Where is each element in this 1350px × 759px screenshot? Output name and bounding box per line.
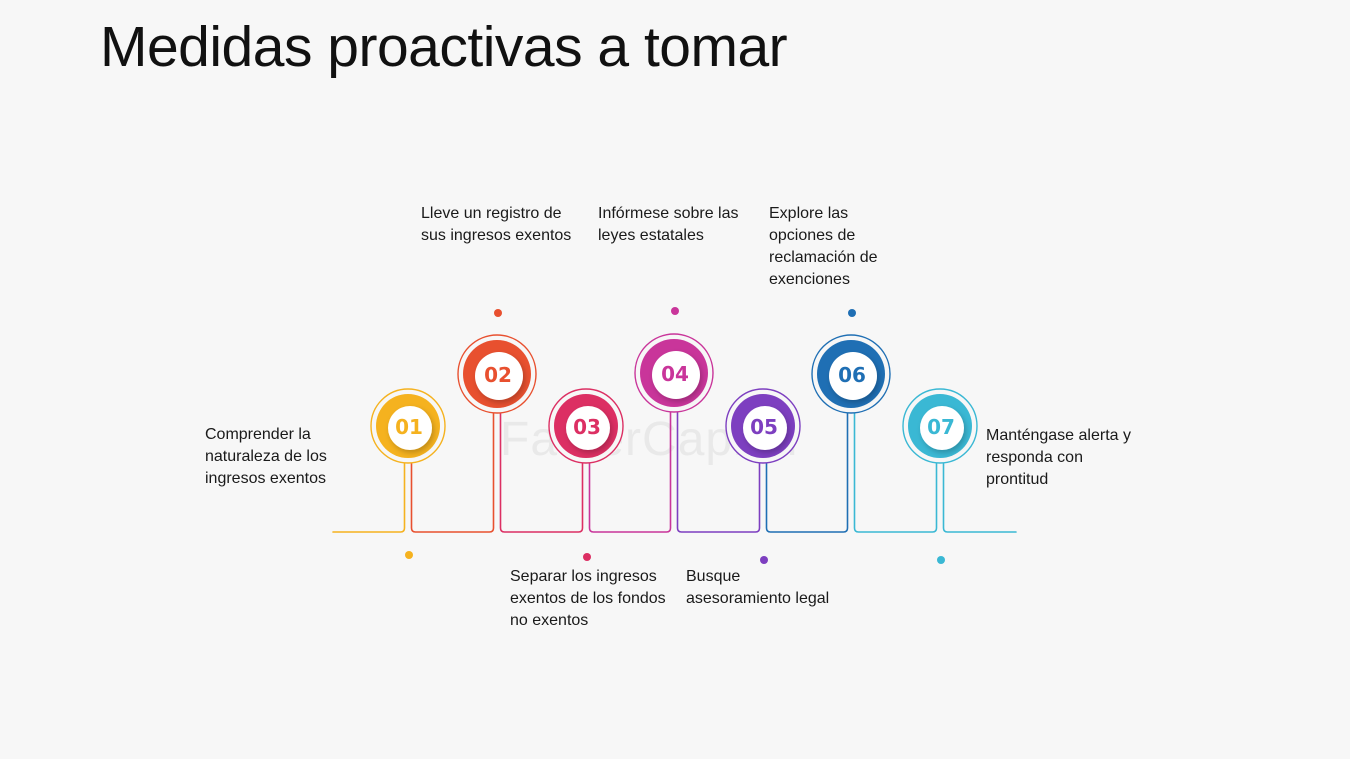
step-node-06: 06 bbox=[811, 334, 891, 414]
step-node-02: 02 bbox=[457, 334, 537, 414]
step-label-05: Busque asesoramiento legal bbox=[686, 568, 830, 607]
connector-line-end bbox=[942, 461, 1017, 533]
step-node-01: 01 bbox=[370, 388, 446, 464]
step-number-04: 04 bbox=[661, 362, 689, 386]
step-label-07: Manténgase alerta y responda con prontit… bbox=[986, 427, 1131, 488]
step-center-02 bbox=[475, 352, 523, 400]
connector-line-03 bbox=[499, 411, 584, 533]
step-center-03 bbox=[566, 406, 610, 450]
step-number-01: 01 bbox=[395, 415, 423, 439]
step-label-06: Explore las opciones de reclamación de e… bbox=[769, 205, 878, 288]
step-dot-03 bbox=[583, 553, 591, 561]
connector-line-02 bbox=[410, 411, 495, 533]
connector-line-04 bbox=[588, 410, 672, 533]
connector-line-01 bbox=[332, 461, 406, 533]
step-center-01 bbox=[388, 406, 432, 450]
step-dot-04 bbox=[671, 307, 679, 315]
step-node-03: 03 bbox=[548, 388, 624, 464]
connector-line-05 bbox=[676, 410, 761, 533]
step-center-04 bbox=[652, 351, 700, 399]
step-center-05 bbox=[743, 406, 787, 450]
step-number-05: 05 bbox=[750, 415, 778, 439]
step-dot-05 bbox=[760, 556, 768, 564]
step-dot-06 bbox=[848, 309, 856, 317]
step-node-05: 05 bbox=[725, 388, 801, 464]
step-dot-07 bbox=[937, 556, 945, 564]
step-number-02: 02 bbox=[484, 363, 512, 387]
step-label-02: Lleve un registro de sus ingresos exento… bbox=[421, 205, 572, 244]
step-node-07: 07 bbox=[902, 388, 978, 464]
step-number-06: 06 bbox=[838, 363, 866, 387]
step-node-04: 04 bbox=[634, 333, 714, 413]
step-center-07 bbox=[920, 406, 964, 450]
page-title: Medidas proactivas a tomar bbox=[100, 15, 788, 79]
step-number-07: 07 bbox=[927, 415, 955, 439]
step-dot-01 bbox=[405, 551, 413, 559]
step-label-03: Separar los ingresos exentos de los fond… bbox=[510, 568, 666, 629]
connector-line-07 bbox=[853, 411, 938, 533]
step-center-06 bbox=[829, 352, 877, 400]
step-dot-02 bbox=[494, 309, 502, 317]
step-number-03: 03 bbox=[573, 415, 601, 439]
step-label-01: Comprender la naturaleza de los ingresos… bbox=[205, 426, 327, 487]
connector-lines bbox=[332, 410, 1017, 533]
step-label-04: Infórmese sobre las leyes estatales bbox=[598, 205, 739, 244]
connector-line-06 bbox=[765, 411, 849, 533]
step-nodes: 01 02 03 04 05 06 07 bbox=[370, 307, 978, 564]
